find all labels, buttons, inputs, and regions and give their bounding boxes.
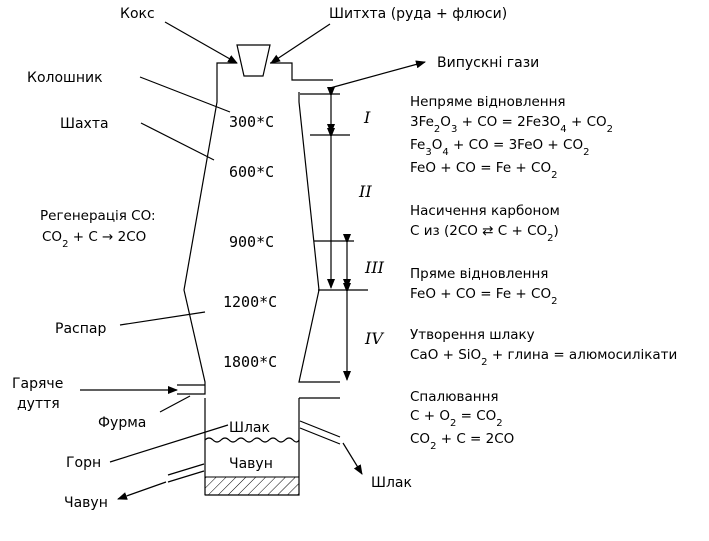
koloshnyk-leader: [139, 76, 231, 113]
label-koloshnyk: Колошник: [27, 70, 103, 86]
indirect-eq2: Fe3O4 + CO = 3FeO + CO2: [410, 137, 589, 158]
label-shakhta: Шахта: [60, 116, 109, 132]
rozpar-leader: [119, 311, 206, 326]
slag-title: Утворення шлаку: [410, 327, 535, 343]
burn-eq2: CO2 + C = 2CO: [410, 431, 514, 452]
regeneration-eq: CO2 + C → 2CO: [42, 229, 146, 250]
iron-outlet-upper: [167, 463, 205, 476]
tuyere-line: [159, 395, 191, 413]
label-vypuskni-gazy: Випускні гази: [437, 55, 539, 71]
gorn-leader: [109, 424, 229, 463]
burn-title: Спалювання: [410, 389, 499, 405]
label-gorn: Горн: [66, 455, 101, 471]
burn-eq1: C + O2 = CO2: [410, 408, 503, 429]
label-rozpar: Распар: [55, 321, 106, 337]
charging-hopper: [236, 44, 271, 77]
label-shlak-out: Шлак: [371, 475, 412, 491]
temp-1800: 1800*C: [223, 353, 277, 371]
coke-arrow: [164, 21, 238, 64]
process-combustion: Спалювання C + O2 = CO2 CO2 + C = 2CO: [410, 389, 514, 452]
exhaust-gas-arrow: [329, 60, 426, 89]
zone-label-IV: IV: [364, 329, 384, 348]
indirect-eq1: 3Fe2O3 + CO = 2Fe3O4 + CO2: [410, 114, 613, 135]
slag-outlet-lower: [299, 427, 341, 445]
temp-1200: 1200*C: [223, 293, 277, 311]
indirect-eq3: FeO + CO = Fe + CO2: [410, 160, 557, 181]
iron-outlet-lower: [167, 470, 205, 483]
carbon-title: Насичення карбоном: [410, 203, 560, 219]
regeneration-title: Регенерація CO:: [40, 208, 156, 224]
process-carbon-saturation: Насичення карбоном C из (2CO ⇄ C + CO2): [410, 203, 560, 244]
process-indirect-reduction: Непряме відновлення 3Fe2O3 + CO = 2Fe3O4…: [410, 94, 613, 181]
slag-outlet-upper: [299, 420, 341, 438]
temp-300: 300*C: [229, 113, 274, 131]
label-chavun-in: Чавун: [229, 456, 273, 472]
label-chavun-out: Чавун: [64, 495, 108, 511]
iron-outlet-arrow: [117, 481, 167, 500]
indirect-title: Непряме відновлення: [410, 94, 566, 110]
process-direct-reduction: Пряме відновлення FeO + CO = Fe + CO2: [410, 266, 557, 307]
temp-900: 900*C: [229, 233, 274, 251]
temp-600: 600*C: [229, 163, 274, 181]
direct-title: Пряме відновлення: [410, 266, 548, 282]
label-garyache-2: дуття: [17, 396, 60, 412]
zone-label-III: III: [364, 258, 385, 277]
furnace-right-wall: [270, 62, 333, 81]
direct-eq1: FeO + CO = Fe + CO2: [410, 286, 557, 307]
furnace-left-wall: [177, 62, 237, 395]
carbon-eq1: C из (2CO ⇄ C + CO2): [410, 223, 559, 244]
zone-label-II: II: [358, 182, 372, 201]
label-koks: Кокс: [120, 6, 155, 22]
label-shlak-in: Шлак: [229, 420, 270, 436]
charge-arrow: [270, 23, 331, 64]
iron-hatched-layer: [204, 476, 300, 496]
shakhta-leader: [140, 122, 215, 161]
label-furma: Фурма: [98, 415, 146, 431]
slag-eq1: CaO + SiO2 + глина = алюмосилікати: [410, 347, 677, 368]
slag-outlet-arrow: [342, 442, 363, 475]
slag-surface-line: [204, 437, 300, 443]
zone-label-I: I: [363, 108, 371, 127]
process-slag-formation: Утворення шлаку CaO + SiO2 + глина = алю…: [410, 327, 677, 368]
label-shykhta: Шитхта (руда + флюси): [329, 6, 507, 22]
label-garyache-1: Гаряче: [12, 376, 63, 392]
